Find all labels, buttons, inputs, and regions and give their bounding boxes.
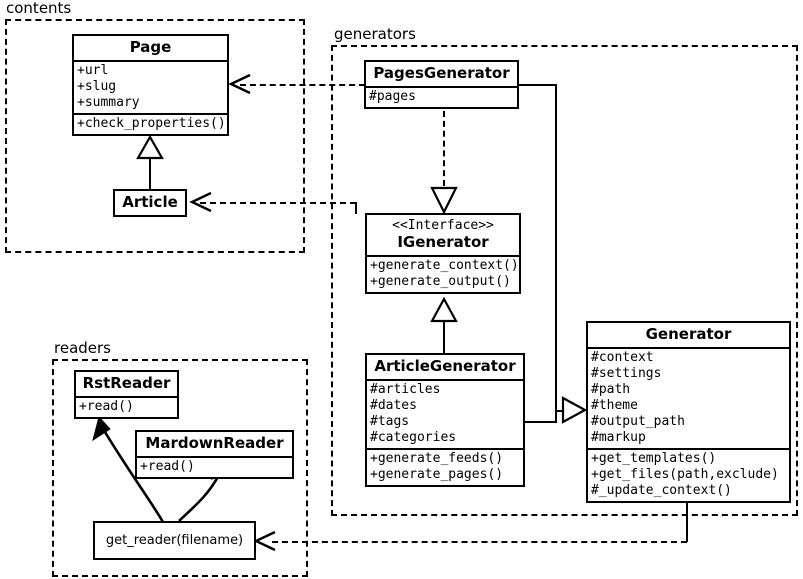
- class-article[interactable]: Article: [113, 189, 187, 217]
- package-label-contents: contents: [4, 0, 74, 17]
- attribute: #settings: [591, 366, 662, 381]
- operation: +check_properties(): [77, 116, 226, 131]
- generator-arrow-stem: [555, 410, 567, 412]
- attribute: #categories: [370, 430, 457, 445]
- function-get-reader[interactable]: get_reader(filename): [93, 521, 256, 560]
- operation: +read(): [79, 399, 134, 414]
- generator-arrow-junction: [555, 411, 557, 423]
- dependency-generator-getreader-line: [272, 541, 687, 543]
- generalization-pagesgenerator-generator-top: [519, 84, 557, 86]
- dependency-generators-article: [200, 202, 356, 204]
- operation: +get_files(path,exclude): [591, 467, 779, 482]
- class-articlegenerator[interactable]: ArticleGenerator #articles #dates #tags …: [365, 353, 525, 487]
- class-igenerator-name: IGenerator: [397, 233, 489, 251]
- package-label-readers: readers: [52, 339, 113, 357]
- attribute: +url: [77, 63, 109, 78]
- class-page-title: Page: [129, 38, 172, 56]
- attribute: #articles: [370, 382, 441, 397]
- attribute: #pages: [369, 89, 416, 104]
- class-mardownreader-operations: +read(): [137, 456, 292, 477]
- class-pagesgenerator[interactable]: PagesGenerator #pages: [364, 60, 519, 109]
- realization-pagesgenerator-igenerator-line: [443, 111, 445, 186]
- package-label-generators: generators: [332, 25, 418, 43]
- class-articlegenerator-attributes: #articles #dates #tags #categories: [367, 379, 523, 448]
- attribute: #output_path: [591, 414, 685, 429]
- package-readers: [52, 359, 308, 577]
- operation: +get_templates(): [591, 451, 717, 466]
- generalization-article-page-line: [149, 155, 151, 190]
- attribute: #path: [591, 382, 631, 397]
- operation: +generate_output(): [370, 274, 511, 289]
- class-generator[interactable]: Generator #context #settings #path #them…: [586, 321, 791, 503]
- generalization-articlegenerator-generator-line: [525, 421, 557, 423]
- dependency-generator-getreader-riser: [686, 502, 688, 542]
- generalization-articlegenerator-igenerator-line: [443, 317, 445, 355]
- class-pagesgenerator-title: PagesGenerator: [373, 64, 510, 82]
- class-igenerator[interactable]: <<Interface>> IGenerator +generate_conte…: [365, 213, 521, 294]
- class-articlegenerator-title: ArticleGenerator: [374, 357, 516, 375]
- class-rstreader-operations: +read(): [76, 396, 177, 417]
- class-pagesgenerator-attributes: #pages: [366, 86, 517, 107]
- attribute: #tags: [370, 414, 410, 429]
- attribute: #context: [591, 350, 654, 365]
- package-contents: [5, 19, 305, 253]
- class-mardownreader-title: MardownReader: [145, 434, 284, 452]
- attribute: #markup: [591, 430, 646, 445]
- dependency-generators-article-riser: [355, 202, 357, 214]
- attribute: #theme: [591, 398, 638, 413]
- operation: +generate_pages(): [370, 467, 504, 482]
- attribute: #dates: [370, 398, 417, 413]
- dependency-pagesgenerator-page: [240, 84, 365, 86]
- class-generator-attributes: #context #settings #path #theme #output_…: [588, 347, 789, 448]
- function-get-reader-label: get_reader(filename): [105, 533, 244, 548]
- operation: +read(): [140, 459, 195, 474]
- class-generator-title: Generator: [645, 325, 732, 343]
- package-generators: [331, 45, 798, 516]
- class-articlegenerator-operations: +generate_feeds() +generate_pages(): [367, 448, 523, 485]
- class-igenerator-stereotype: <<Interface>>: [392, 218, 494, 233]
- class-generator-operations: +get_templates() +get_files(path,exclude…: [588, 448, 789, 501]
- generalization-pagesgenerator-generator-riser: [555, 84, 557, 411]
- class-page[interactable]: Page +url +slug +summary +check_properti…: [72, 34, 229, 136]
- class-igenerator-title: <<Interface>> IGenerator: [367, 215, 519, 255]
- class-mardownreader[interactable]: MardownReader +read(): [135, 430, 294, 479]
- attribute: +summary: [77, 95, 140, 110]
- class-page-attributes: +url +slug +summary: [74, 60, 227, 113]
- class-page-operations: +check_properties(): [74, 113, 227, 134]
- attribute: +slug: [77, 79, 117, 94]
- operation: +generate_feeds(): [370, 451, 504, 466]
- class-rstreader-title: RstReader: [82, 374, 171, 392]
- class-article-title: Article: [122, 193, 178, 211]
- class-rstreader[interactable]: RstReader +read(): [74, 370, 179, 419]
- operation: #_update_context(): [591, 483, 732, 498]
- class-igenerator-operations: +generate_context() +generate_output(): [367, 255, 519, 292]
- operation: +generate_context(): [370, 258, 519, 273]
